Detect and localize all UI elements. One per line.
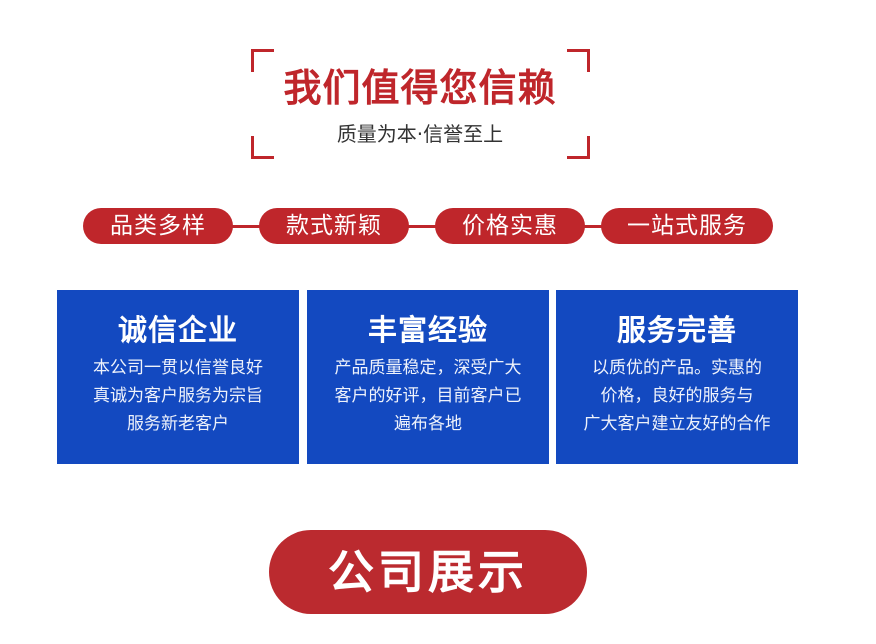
card-experience: 丰富经验 产品质量稳定，深受广大 客户的好评，目前客户已 遍布各地 (307, 290, 549, 464)
card-line: 以质优的产品。实惠的 (592, 358, 762, 378)
card-line: 服务新老客户 (127, 414, 229, 434)
card-line: 价格，良好的服务与 (600, 386, 754, 406)
card-service: 服务完善 以质优的产品。实惠的 价格，良好的服务与 广大客户建立友好的合作 (556, 290, 798, 464)
card-line: 真诚为客户服务为宗旨 (93, 386, 263, 406)
corner-bracket-top-right (567, 49, 590, 72)
tag-variety: 品类多样 (83, 208, 233, 244)
card-body: 以质优的产品。实惠的 价格，良好的服务与 广大客户建立友好的合作 (556, 354, 798, 438)
card-title: 服务完善 (616, 313, 737, 347)
corner-bracket-top-left (251, 49, 274, 72)
card-line: 广大客户建立友好的合作 (583, 414, 771, 434)
card-line: 产品质量稳定，深受广大 (334, 358, 522, 378)
corner-bracket-bottom-right (567, 136, 590, 159)
card-line: 本公司一贯以信誉良好 (93, 358, 263, 378)
tag-row: 品类多样 款式新颖 价格实惠 一站式服务 (83, 208, 773, 244)
tag-style: 款式新颖 (259, 208, 409, 244)
page-title: 我们值得您信赖 (283, 66, 557, 110)
company-showcase-button[interactable]: 公司展示 (269, 530, 587, 614)
card-title: 诚信企业 (117, 313, 238, 347)
card-title: 丰富经验 (367, 313, 488, 347)
card-line: 遍布各地 (394, 414, 462, 434)
card-body: 本公司一贯以信誉良好 真诚为客户服务为宗旨 服务新老客户 (57, 354, 299, 438)
card-line: 客户的好评，目前客户已 (334, 386, 522, 406)
tag-price: 价格实惠 (435, 208, 585, 244)
tag-connector-line (103, 225, 753, 228)
page-subtitle: 质量为本·信誉至上 (336, 122, 504, 146)
tag-service: 一站式服务 (601, 208, 773, 244)
corner-bracket-bottom-left (251, 136, 274, 159)
card-integrity: 诚信企业 本公司一贯以信誉良好 真诚为客户服务为宗旨 服务新老客户 (57, 290, 299, 464)
card-body: 产品质量稳定，深受广大 客户的好评，目前客户已 遍布各地 (307, 354, 549, 438)
